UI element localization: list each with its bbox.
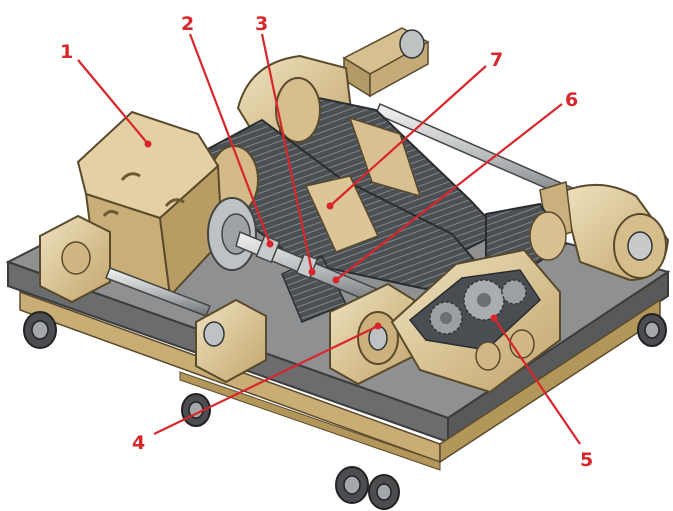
callout-line-3 — [260, 33, 314, 273]
gear-icon — [501, 279, 527, 305]
callout-lines — [77, 33, 581, 445]
wheel-icon — [368, 474, 400, 510]
callout-label-4: 4 — [132, 432, 145, 454]
callout-line-2 — [188, 33, 272, 245]
callout-label-2: 2 — [181, 13, 194, 35]
wheel-icon — [23, 311, 57, 349]
callout-line-7 — [329, 65, 487, 207]
callout-line-4 — [153, 325, 379, 435]
callout-label-6: 6 — [565, 89, 578, 111]
top-small-motor — [342, 27, 430, 98]
gear-icon — [463, 279, 505, 321]
rear-right-motor — [539, 181, 670, 282]
callout-line-5 — [493, 317, 581, 445]
front-shaft — [207, 197, 385, 308]
left-bearing-block — [39, 214, 111, 304]
callout-dot-7 — [326, 202, 334, 210]
brake-coupling — [329, 282, 415, 386]
wheels — [23, 311, 667, 510]
wheel-icon — [637, 313, 667, 347]
callout-label-5: 5 — [580, 449, 593, 471]
callout-dot-6 — [332, 276, 340, 284]
callout-dot-5 — [490, 314, 498, 322]
callout-labels: 1 2 3 4 5 6 7 — [60, 13, 593, 471]
callout-dots — [144, 140, 498, 330]
callout-label-7: 7 — [490, 49, 503, 71]
callout-dot-3 — [308, 268, 316, 276]
callout-dot-2 — [266, 240, 274, 248]
callout-label-1: 1 — [60, 41, 73, 63]
callout-line-1 — [77, 59, 149, 145]
callout-dot-1 — [144, 140, 152, 148]
wheel-icon — [335, 466, 369, 504]
front-small-gearbox — [195, 298, 267, 384]
callout-line-6 — [335, 103, 563, 281]
reducer-gearbox — [390, 248, 561, 394]
callout-dot-4 — [374, 322, 382, 330]
gear-icon — [429, 301, 463, 335]
callout-label-3: 3 — [255, 13, 268, 35]
